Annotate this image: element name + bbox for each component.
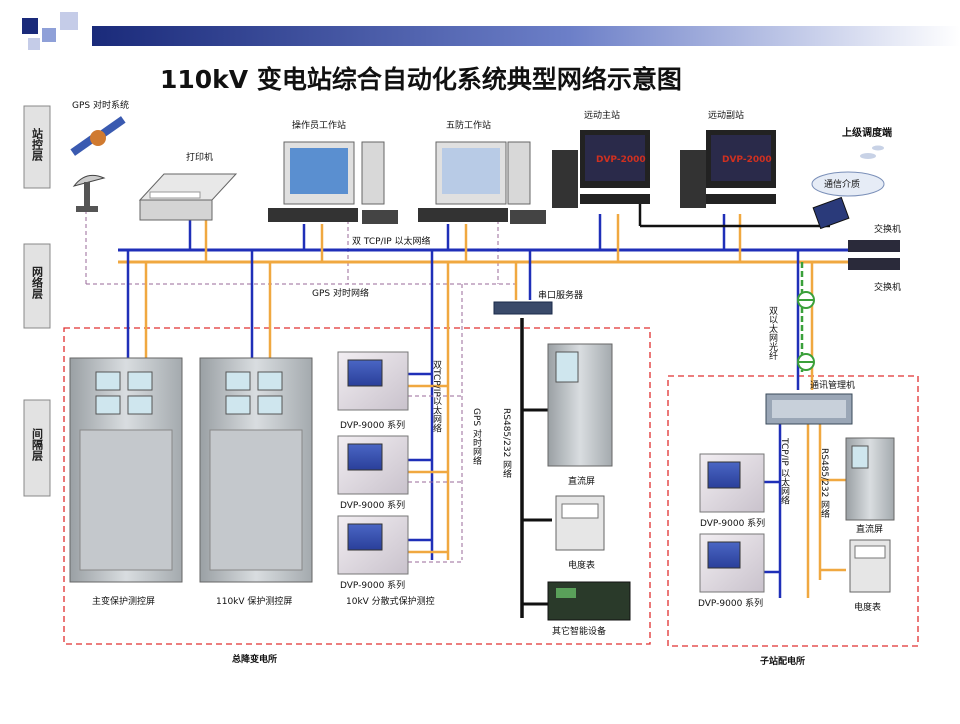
wufang-label: 五防工作站 xyxy=(446,119,491,131)
dispatch-label: 上级调度端 xyxy=(842,126,892,139)
dvp-device-1-icon xyxy=(337,351,409,411)
wufang-workstation-icon xyxy=(418,141,546,224)
serial-server-label: 串口服务器 xyxy=(538,289,583,301)
telecontrol-backup-screen: DVP-2000 xyxy=(722,155,772,165)
dual-tcp-label: 双 TCP/IP 以太网络 xyxy=(352,235,431,247)
fiber-node-icon-1 xyxy=(797,291,815,309)
dc-panel-icon xyxy=(547,343,613,467)
station-layer-box xyxy=(23,105,51,189)
printer-label: 打印机 xyxy=(186,151,213,163)
meter-icon xyxy=(555,495,605,551)
dual-tcp-vertical-label: 双TCP/IP以太网络 xyxy=(431,360,442,434)
gps-dish-icon xyxy=(72,174,106,212)
comm-manager-label: 通讯管理机 xyxy=(810,379,855,391)
switch1-label: 交换机 xyxy=(874,223,901,235)
telecontrol-main-screen: DVP-2000 xyxy=(596,155,646,165)
sub-dvp-1-icon xyxy=(699,453,765,513)
meter-label: 电度表 xyxy=(568,559,595,571)
diagram-title: 110kV 变电站综合自动化系统典型网络示意图 xyxy=(160,65,682,94)
station-drops xyxy=(188,198,830,262)
layer-labels: 站控层 网络层 间隔层 xyxy=(23,105,51,497)
sub-dvp-2-icon xyxy=(699,533,765,593)
cloud-icon xyxy=(811,145,885,197)
channel-label: 通信介质 xyxy=(824,178,860,190)
switch-icon-2 xyxy=(848,258,900,270)
main-substation-region xyxy=(63,327,651,645)
gps-net-label: GPS 对时网络 xyxy=(312,287,369,299)
switch-icon-1 xyxy=(848,240,900,252)
gps-vertical-label: GPS 对时网络 xyxy=(471,408,482,466)
sub-tcp-label: TCP/IP 以太网络 xyxy=(779,437,790,506)
other-devices-label: 其它智能设备 xyxy=(552,625,606,637)
bay-drops xyxy=(126,250,846,618)
network-layer-box xyxy=(23,243,51,329)
dvp-device-2-icon xyxy=(337,435,409,495)
bay-layer-box xyxy=(23,399,51,497)
operator-workstation-icon xyxy=(268,141,398,224)
sub-dvp2-label: DVP-9000 系列 xyxy=(698,597,763,609)
comm-manager-icon xyxy=(765,393,853,425)
sub-meter-icon xyxy=(849,539,891,593)
other-device-icon xyxy=(547,581,631,621)
rs485-vertical-label: RS485/232 网络 xyxy=(501,408,512,479)
telecontrol-main-icon xyxy=(552,130,650,208)
sub-dvp1-label: DVP-9000 系列 xyxy=(700,517,765,529)
header-bar xyxy=(22,12,960,50)
kv10-label: 10kV 分散式保护测控 xyxy=(346,595,435,607)
operator-label: 操作员工作站 xyxy=(292,119,346,131)
serial-server-icon xyxy=(493,301,553,315)
sub-station-region xyxy=(667,375,919,647)
sub-rs485-label: RS485/232 网络 xyxy=(819,448,830,519)
fiber-node-icon-2 xyxy=(797,353,815,371)
sub-dc-panel-icon xyxy=(845,437,895,521)
dvp-device-3-icon xyxy=(337,515,409,575)
telecontrol-main-label: 远动主站 xyxy=(584,109,620,121)
modem-icon xyxy=(812,196,850,230)
network-layer-label: 网络层 xyxy=(31,266,45,300)
dvp-label-2: DVP-9000 系列 xyxy=(340,499,405,511)
fiber-label: 双以太网光纤 xyxy=(767,306,778,361)
sub-dc-panel-label: 直流屏 xyxy=(856,523,883,535)
dc-panel-label: 直流屏 xyxy=(568,475,595,487)
station-layer-label: 站控层 xyxy=(31,127,45,162)
kv110-label: 110kV 保护测控屏 xyxy=(216,595,292,607)
dvp-label-1: DVP-9000 系列 xyxy=(340,419,405,431)
dvp-label-3: DVP-9000 系列 xyxy=(340,579,405,591)
gps-label: GPS 对时系统 xyxy=(72,99,129,111)
sub-station-label: 子站配电所 xyxy=(760,655,805,667)
gps-satellite-icon xyxy=(70,116,126,156)
main-transformer-label: 主变保护测控屏 xyxy=(92,595,155,607)
main-transformer-cabinet-icon xyxy=(69,357,183,583)
switch2-label: 交换机 xyxy=(874,281,901,293)
main-substation-label: 总降变电所 xyxy=(232,653,277,665)
telecontrol-backup-label: 远动副站 xyxy=(708,109,744,121)
bay-layer-label: 间隔层 xyxy=(31,428,45,462)
sub-meter-label: 电度表 xyxy=(854,601,881,613)
printer-icon xyxy=(138,173,238,221)
telecontrol-backup-icon xyxy=(680,130,776,208)
kv110-cabinet-icon xyxy=(199,357,313,583)
